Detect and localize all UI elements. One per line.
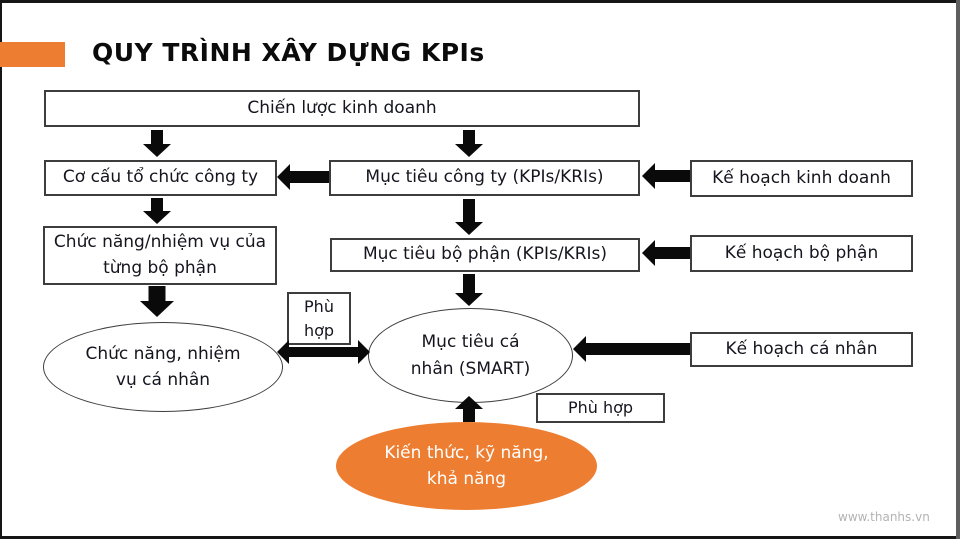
box-dept-goals-label: Mục tiêu bộ phận (KPIs/KRIs) bbox=[362, 244, 608, 265]
box-dept-plan: Kế hoạch bộ phận bbox=[690, 235, 913, 272]
watermark: www.thanhs.vn bbox=[838, 510, 930, 524]
arrow-up-icon bbox=[455, 396, 483, 422]
box-fit-vertical-line1: Phù bbox=[304, 296, 334, 316]
ellipse-competencies: Kiến thức, kỹ năng, khả năng bbox=[336, 422, 597, 510]
ellipse-personal-functions-line2: vụ cá nhân bbox=[115, 370, 211, 390]
ellipse-personal-goals: Mục tiêu cá nhân (SMART) bbox=[368, 308, 573, 403]
box-dept-functions-line2: từng bộ phận bbox=[103, 257, 217, 278]
box-personal-plan: Kế hoạch cá nhân bbox=[690, 332, 913, 367]
slide-right-border bbox=[956, 0, 960, 539]
arrow-down-icon bbox=[140, 286, 174, 317]
box-fit-horizontal: Phù hợp bbox=[536, 393, 665, 423]
box-personal-plan-label: Kế hoạch cá nhân bbox=[725, 338, 878, 359]
ellipse-personal-goals-line2: nhân (SMART) bbox=[410, 358, 531, 379]
arrow-left-icon bbox=[573, 336, 690, 362]
box-business-strategy: Chiến lược kinh doanh bbox=[44, 90, 640, 127]
ellipse-competencies-line2: khả năng bbox=[426, 469, 507, 489]
arrow-left-icon bbox=[277, 164, 329, 190]
box-fit-horizontal-label: Phù hợp bbox=[567, 398, 634, 417]
ellipse-competencies-line1: Kiến thức, kỹ năng, bbox=[384, 442, 549, 463]
ellipse-personal-goals-line1: Mục tiêu cá bbox=[421, 332, 520, 353]
box-dept-goals: Mục tiêu bộ phận (KPIs/KRIs) bbox=[330, 238, 640, 272]
arrow-down-icon bbox=[455, 199, 483, 235]
slide-left-border bbox=[0, 0, 2, 539]
slide-top-border bbox=[0, 0, 960, 3]
box-business-strategy-label: Chiến lược kinh doanh bbox=[247, 97, 437, 118]
arrow-left-right-icon bbox=[277, 339, 370, 365]
box-fit-vertical: Phù hợp bbox=[287, 292, 351, 345]
ellipse-personal-functions-line1: Chức năng, nhiệm bbox=[85, 343, 241, 364]
box-company-goals: Mục tiêu công ty (KPIs/KRIs) bbox=[329, 160, 640, 196]
box-dept-functions: Chức năng/nhiệm vụ của từng bộ phận bbox=[43, 226, 277, 285]
box-business-plan-label: Kế hoạch kinh doanh bbox=[712, 167, 891, 188]
arrow-down-icon bbox=[143, 198, 171, 224]
arrow-left-icon bbox=[642, 240, 690, 266]
arrow-down-icon bbox=[455, 130, 483, 157]
box-org-structure: Cơ cấu tổ chức công ty bbox=[44, 160, 277, 196]
box-business-plan: Kế hoạch kinh doanh bbox=[690, 160, 913, 197]
slide-bottom-border bbox=[0, 536, 960, 539]
arrow-left-icon bbox=[642, 163, 690, 189]
arrow-stem bbox=[288, 347, 359, 357]
arrow-down-icon bbox=[143, 130, 171, 157]
arrow-down-icon bbox=[455, 274, 483, 306]
box-org-structure-label: Cơ cấu tổ chức công ty bbox=[62, 167, 259, 188]
box-dept-plan-label: Kế hoạch bộ phận bbox=[724, 242, 879, 263]
box-dept-functions-line1: Chức năng/nhiệm vụ của bbox=[53, 232, 267, 252]
box-company-goals-label: Mục tiêu công ty (KPIs/KRIs) bbox=[365, 167, 604, 188]
box-fit-vertical-line2: hợp bbox=[303, 320, 335, 340]
ellipse-personal-functions: Chức năng, nhiệm vụ cá nhân bbox=[43, 322, 283, 412]
accent-bar bbox=[0, 42, 65, 67]
page-title: QUY TRÌNH XÂY DỰNG KPIs bbox=[92, 38, 485, 67]
